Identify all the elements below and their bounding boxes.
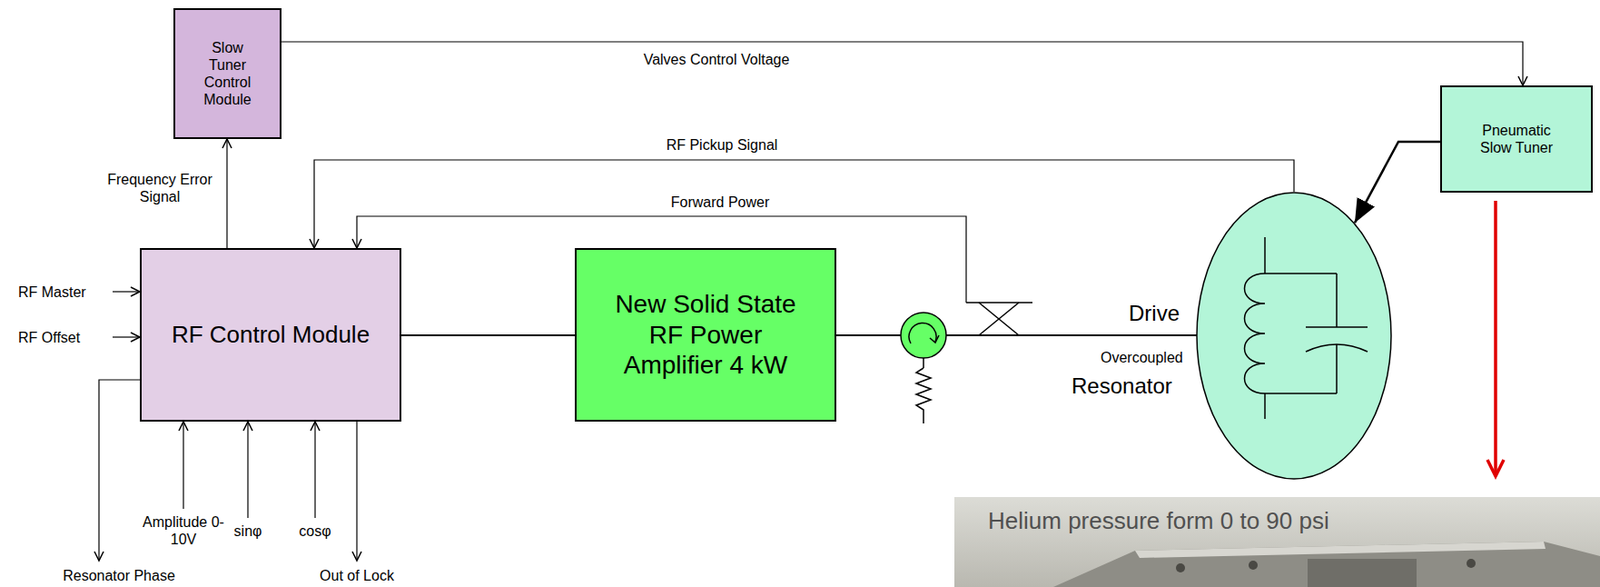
signal-label: Amplitude 0-10V	[140, 513, 228, 548]
signal-line	[98, 379, 140, 561]
tuner-box: Pneumatic Slow Tuner	[1440, 85, 1593, 193]
signal-line	[182, 421, 184, 509]
tuner-photo	[954, 496, 1600, 587]
photo-caption: Helium pressure form 0 to 90 psi	[987, 506, 1330, 535]
signal-line	[314, 421, 316, 518]
connector	[314, 159, 1294, 248]
signal-label: Overcoupled	[1100, 348, 1184, 366]
edge-label: RF Pickup Signal	[666, 136, 779, 154]
signal-label: RF Master	[18, 283, 87, 301]
amplifier-box: New Solid State RF Power Amplifier 4 kW	[574, 247, 837, 422]
control-module: RF Control Module	[139, 247, 402, 422]
control-module: Slow Tuner Control Module	[173, 8, 282, 139]
node-text: RF Control Module	[152, 320, 389, 349]
signal-label: Out of Lock	[319, 566, 395, 584]
signal-label: cosφ	[298, 522, 331, 540]
signal-label: Resonator Phase	[62, 566, 176, 584]
connector	[1354, 141, 1441, 223]
red-arrow	[1493, 200, 1498, 476]
signal-label: Forward Power	[668, 193, 772, 211]
edge-label: Valves Control Voltage	[643, 50, 791, 69]
signal-line	[246, 421, 248, 518]
resistor-symbol	[916, 367, 931, 424]
signal-label: sinφ	[234, 522, 263, 540]
signal-label: RF Offset	[18, 328, 80, 346]
edge-label: Frequency Error Signal	[98, 170, 222, 206]
node-text: Slow Tuner Control Module	[195, 39, 261, 109]
node-text: Pneumatic Slow Tuner	[1471, 121, 1562, 157]
connector	[226, 138, 228, 248]
signal-line	[112, 335, 140, 337]
node-text: New Solid State RF Power Amplifier 4 kW	[601, 288, 810, 381]
signal-line	[112, 290, 140, 292]
connector	[401, 334, 575, 336]
resonator-outline	[1195, 191, 1393, 480]
lc-symbol	[1244, 237, 1369, 419]
connector	[281, 41, 1523, 86]
node-text: Resonator	[1071, 373, 1173, 400]
circulator-symbol	[900, 312, 947, 424]
directional-coupler	[966, 302, 1033, 336]
edge-label: Drive	[1128, 300, 1180, 327]
resonator-ellipse: Resonator	[1195, 191, 1393, 480]
signal-line	[355, 421, 357, 561]
